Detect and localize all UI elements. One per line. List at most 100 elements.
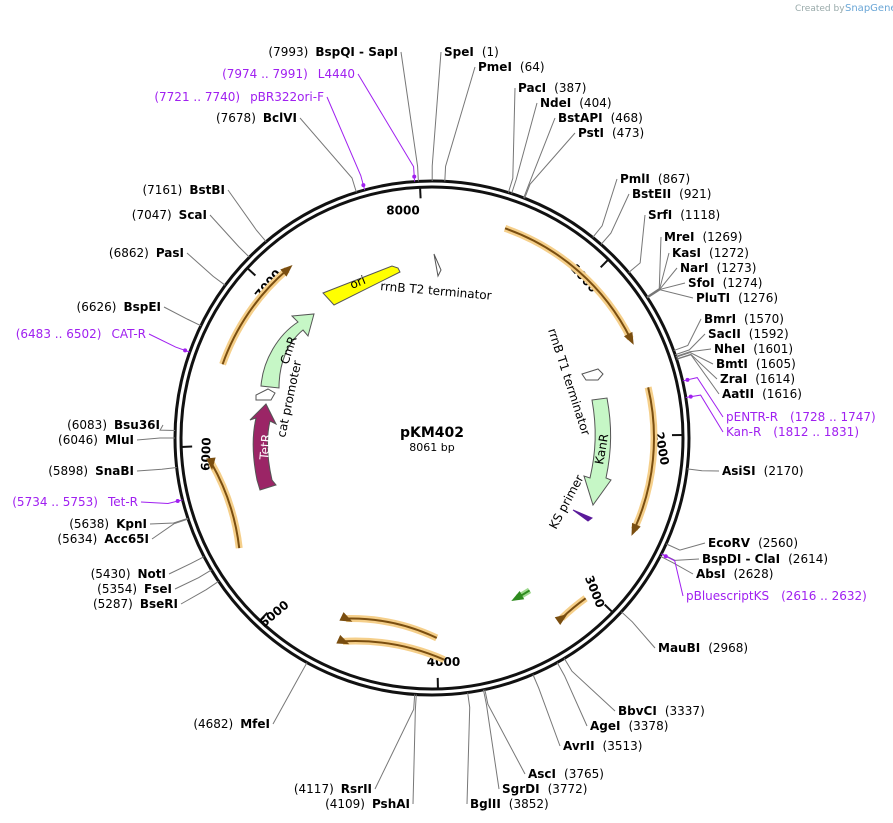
site-bsu36i[interactable]: Bsu36I(6083): [67, 418, 160, 432]
site-aatii[interactable]: AatII(1616): [722, 387, 802, 401]
ks-primer-label: KS primer: [546, 473, 586, 532]
primer-name: CAT-R: [111, 327, 146, 341]
site-agei[interactable]: AgeI(3378): [590, 719, 668, 733]
enzyme-position: (1118): [680, 208, 720, 222]
primer-tet-r[interactable]: Tet-R(5734 .. 5753): [12, 495, 138, 509]
enzyme-name: SacII: [708, 327, 741, 341]
leader-line: [675, 348, 712, 357]
enzyme-name: BspQI - SapI: [315, 45, 398, 59]
site-psti[interactable]: PstI(473): [578, 126, 644, 140]
site-bmri[interactable]: BmrI(1570): [704, 312, 784, 326]
enzyme-position: (6083): [67, 418, 107, 432]
enzyme-position: (1274): [723, 276, 763, 290]
site-acc65i[interactable]: Acc65I(5634): [57, 532, 149, 546]
orf-arc: [633, 387, 655, 530]
leader-line: [628, 214, 646, 273]
primer-pentr-r[interactable]: pENTR-R(1728 .. 1747): [726, 410, 876, 424]
orf-arrowhead: [554, 614, 568, 626]
enzyme-name: BseRI: [140, 597, 178, 611]
primer-range: (2616 .. 2632): [781, 589, 867, 603]
site-bstbi[interactable]: BstBI(7161): [142, 183, 225, 197]
leader-line: [675, 351, 714, 365]
site-srfi[interactable]: SrfI(1118): [648, 208, 720, 222]
primer-pbr322ori-f[interactable]: pBR322ori-F(7721 .. 7740): [154, 90, 324, 104]
site-rsrii[interactable]: RsrII(4117): [294, 782, 372, 796]
primer-pbluescriptks[interactable]: pBluescriptKS(2616 .. 2632): [686, 589, 867, 603]
site-spei[interactable]: SpeI(1): [444, 45, 499, 59]
site-bbvci[interactable]: BbvCI(3337): [618, 704, 705, 718]
features: ori CmR cat promoter TetR rrnB T2 termin…: [249, 253, 612, 532]
site-sfoi[interactable]: SfoI(1274): [688, 276, 762, 290]
site-asci[interactable]: AscI(3765): [528, 767, 604, 781]
tick-mark: [246, 267, 257, 277]
tick-label: 3000: [582, 573, 607, 609]
site-snabi[interactable]: SnaBI(5898): [48, 464, 134, 478]
enzyme-name: BspEI: [123, 300, 161, 314]
enzyme-position: (6046): [58, 433, 98, 447]
site-bmti[interactable]: BmtI(1605): [716, 357, 796, 371]
site-bspqi-sapi[interactable]: BspQI - SapI(7993): [268, 45, 398, 59]
enzyme-name: AsiSI: [722, 464, 756, 478]
enzyme-name: MfeI: [240, 717, 270, 731]
leader-line: [646, 236, 662, 298]
site-nhei[interactable]: NheI(1601): [714, 342, 793, 356]
orf-arcs: [206, 225, 658, 663]
site-bsteii[interactable]: BstEII(921): [632, 187, 711, 201]
primer-name: L4440: [318, 67, 355, 81]
site-zrai[interactable]: ZraI(1614): [720, 372, 795, 386]
leader-line: [136, 437, 176, 441]
site-nari[interactable]: NarI(1273): [680, 261, 756, 275]
site-bglii[interactable]: BglII(3852): [470, 797, 549, 811]
leader-line: [511, 102, 538, 194]
primer-name: Kan-R: [726, 425, 761, 439]
primer-marker: [663, 554, 668, 559]
site-bseri[interactable]: BseRI(5287): [93, 597, 178, 611]
primer-l4440[interactable]: L4440(7974 .. 7991): [222, 67, 355, 81]
rrnb-t1-feature: [581, 368, 604, 381]
site-bclvi[interactable]: BclVI(7678): [216, 111, 297, 125]
site-kpni[interactable]: KpnI(5638): [69, 517, 147, 531]
site-scai[interactable]: ScaI(7047): [132, 208, 207, 222]
enzyme-name: NdeI: [540, 96, 571, 110]
site-paci[interactable]: PacI(387): [518, 81, 586, 95]
site-bspdi-clai[interactable]: BspDI - ClaI(2614): [702, 552, 828, 566]
enzyme-position: (7678): [216, 111, 256, 125]
site-mfei[interactable]: MfeI(4682): [193, 717, 270, 731]
tetr-label: TetR: [257, 433, 273, 461]
site-maubi[interactable]: MauBI(2968): [658, 641, 748, 655]
site-pluti[interactable]: PluTI(1276): [696, 291, 778, 305]
enzyme-position: (1273): [717, 261, 757, 275]
primer-name: Tet-R: [107, 495, 138, 509]
site-avrii[interactable]: AvrII(3513): [563, 739, 642, 753]
enzyme-name: PmeI: [478, 60, 512, 74]
enzyme-name: BbvCI: [618, 704, 657, 718]
site-kasi[interactable]: KasI(1272): [672, 246, 749, 260]
site-pshai[interactable]: PshAI(4109): [325, 797, 410, 811]
leader-line: [444, 66, 476, 182]
site-bspei[interactable]: BspEI(6626): [77, 300, 161, 314]
site-ndei[interactable]: NdeI(404): [540, 96, 612, 110]
enzyme-name: KpnI: [116, 517, 147, 531]
site-mlui[interactable]: MluI(6046): [58, 433, 134, 447]
enzyme-position: (7161): [142, 183, 182, 197]
primer-leader-line: [685, 394, 724, 433]
site-ecorv[interactable]: EcoRV(2560): [708, 536, 798, 550]
primer-marker: [183, 348, 188, 353]
kanr-label: KanR: [592, 433, 611, 466]
site-pmli[interactable]: PmlI(867): [620, 172, 690, 186]
site-absi[interactable]: AbsI(2628): [696, 567, 773, 581]
site-fsei[interactable]: FseI(5354): [97, 582, 172, 596]
backbone-outer: [173, 179, 691, 697]
primer-cat-r[interactable]: CAT-R(6483 .. 6502): [16, 327, 146, 341]
site-sacii[interactable]: SacII(1592): [708, 327, 789, 341]
site-pasi[interactable]: PasI(6862): [109, 246, 184, 260]
site-pmei[interactable]: PmeI(64): [478, 60, 545, 74]
primer-kan-r[interactable]: Kan-R(1812 .. 1831): [726, 425, 859, 439]
site-noti[interactable]: NotI(5430): [91, 567, 166, 581]
site-mrei[interactable]: MreI(1269): [664, 230, 742, 244]
site-bstapi[interactable]: BstAPI(468): [558, 111, 643, 125]
cmr-feature: [260, 313, 315, 389]
site-sgrdi[interactable]: SgrDI(3772): [502, 782, 587, 796]
site-asisi[interactable]: AsiSI(2170): [722, 464, 804, 478]
